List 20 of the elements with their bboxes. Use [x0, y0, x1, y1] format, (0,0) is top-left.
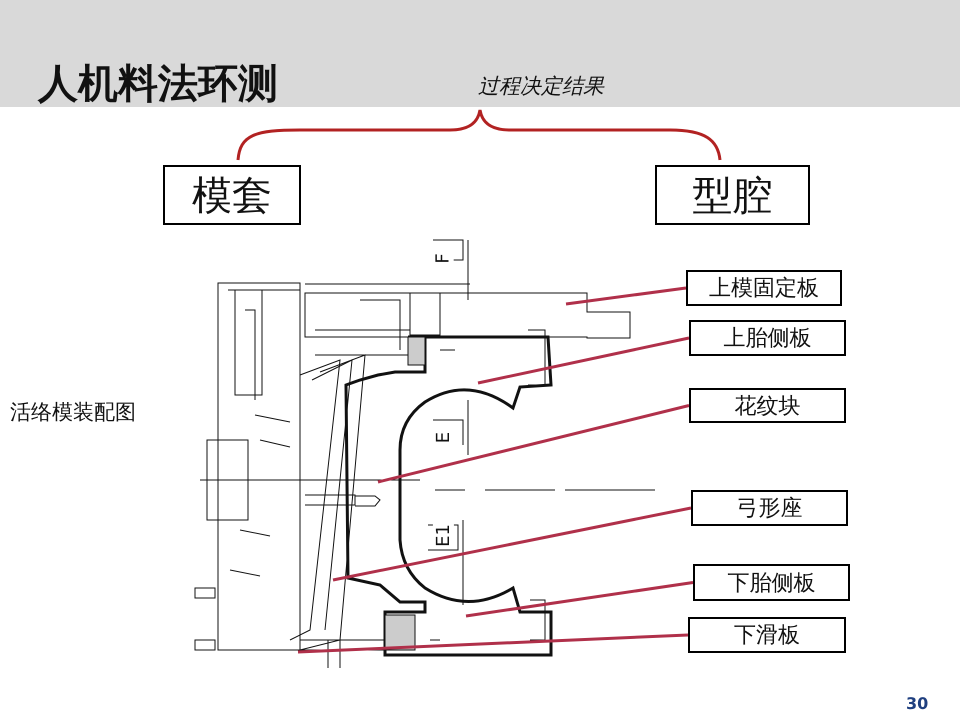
part-label: 上胎侧板 [689, 320, 846, 356]
leader-line [298, 634, 688, 654]
dimension-text: F [432, 253, 454, 264]
part-label: 下胎侧板 [693, 564, 850, 601]
leader-line [566, 286, 686, 306]
part-label: 下滑板 [688, 617, 846, 653]
slide-title: 人机料法环测 [38, 60, 278, 109]
subtitle-text: 过程决定结果 [478, 73, 604, 100]
part-label: 型腔 [655, 165, 810, 225]
part-label: 花纹块 [689, 388, 846, 423]
page-number: 30 [906, 694, 928, 713]
leader-line [378, 404, 690, 484]
leader-line [332, 506, 692, 582]
part-label: 模套 [163, 165, 301, 225]
part-label: 弓形座 [691, 490, 848, 526]
dimension-text: E1 [432, 524, 454, 547]
caption-text: 活络模装配图 [10, 399, 136, 426]
leader-line [478, 336, 690, 384]
part-label: 上模固定板 [686, 270, 842, 306]
leader-line [466, 581, 694, 618]
